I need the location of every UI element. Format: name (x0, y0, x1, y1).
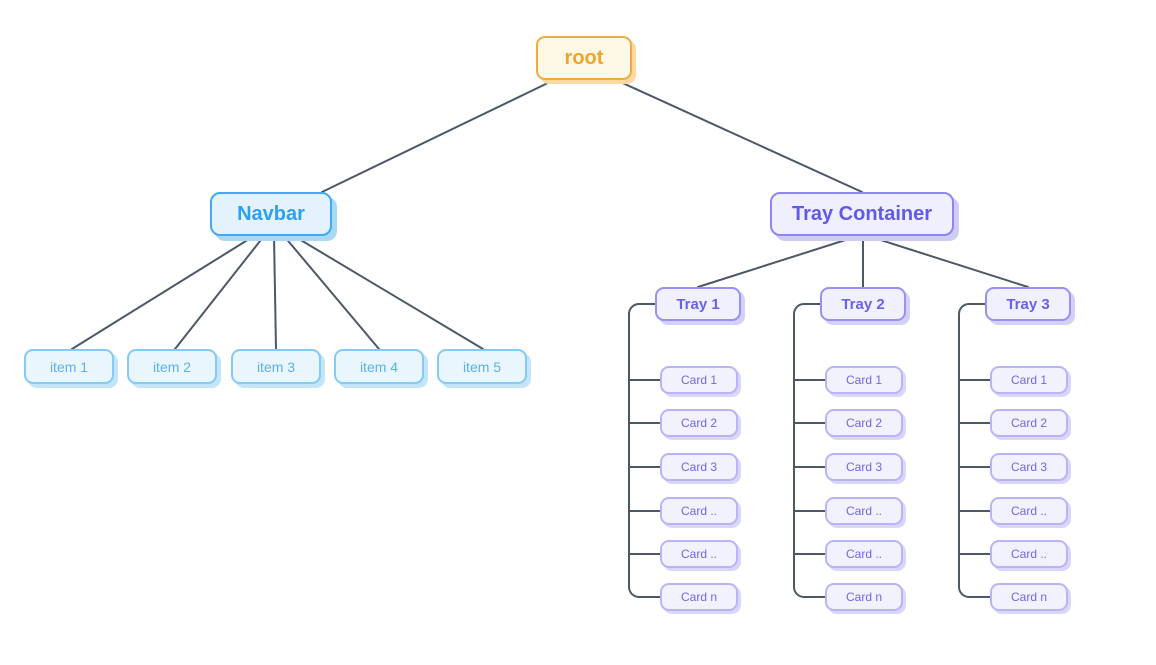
node-tray-3-label: Tray 3 (1006, 295, 1050, 313)
tray-3-spine (958, 303, 991, 598)
node-navbar-label: Navbar (237, 203, 305, 225)
edge-tray-container-tray-1 (697, 235, 859, 288)
node-item-1-label: item 1 (49, 358, 89, 375)
node-tray-1[interactable]: Tray 1 (655, 287, 741, 321)
node-tray-container[interactable]: Tray Container (770, 192, 954, 236)
node-tray-2-label: Tray 2 (841, 295, 885, 313)
node-tray-3-card-3-label: Card 3 (1010, 460, 1048, 474)
node-navbar[interactable]: Navbar (210, 192, 332, 236)
node-item-1[interactable]: item 1 (24, 349, 114, 384)
node-item-5-label: item 5 (462, 358, 502, 375)
node-tray-3[interactable]: Tray 3 (985, 287, 1071, 321)
node-tray-2-card-5-label: Card .. (845, 547, 882, 561)
node-tray-container-label: Tray Container (791, 203, 933, 225)
node-tray-2-card-1-label: Card 1 (845, 373, 883, 387)
node-tray-2-card-6-label: Card n (845, 590, 883, 604)
node-tray-2-card-5[interactable]: Card .. (825, 540, 903, 568)
node-tray-1-label: Tray 1 (676, 295, 720, 313)
node-tray-3-card-6-label: Card n (1010, 590, 1048, 604)
node-tray-1-card-4[interactable]: Card .. (660, 497, 738, 525)
node-tray-2-card-2[interactable]: Card 2 (825, 409, 903, 437)
edge-navbar-item-2 (174, 235, 265, 350)
node-tray-3-card-2-label: Card 2 (1010, 416, 1048, 430)
node-tray-1-card-1[interactable]: Card 1 (660, 366, 738, 394)
node-item-4[interactable]: item 4 (334, 349, 424, 384)
node-tray-2-card-2-label: Card 2 (845, 416, 883, 430)
node-tray-3-card-1-label: Card 1 (1010, 373, 1048, 387)
node-tray-1-card-3[interactable]: Card 3 (660, 453, 738, 481)
node-item-2-label: item 2 (152, 358, 192, 375)
node-tray-2-card-6[interactable]: Card n (825, 583, 903, 611)
node-item-2[interactable]: item 2 (127, 349, 217, 384)
node-tray-3-card-6[interactable]: Card n (990, 583, 1068, 611)
node-tray-2-card-4-label: Card .. (845, 504, 882, 518)
edge-root-tray-container (615, 79, 863, 193)
node-tray-1-card-1-label: Card 1 (680, 373, 718, 387)
node-item-4-label: item 4 (359, 358, 399, 375)
node-tray-3-card-2[interactable]: Card 2 (990, 409, 1068, 437)
node-tray-3-card-1[interactable]: Card 1 (990, 366, 1068, 394)
node-tray-1-card-3-label: Card 3 (680, 460, 718, 474)
node-tray-3-card-5[interactable]: Card .. (990, 540, 1068, 568)
node-tray-1-card-5[interactable]: Card .. (660, 540, 738, 568)
node-tray-2-card-3[interactable]: Card 3 (825, 453, 903, 481)
node-tray-1-card-2-label: Card 2 (680, 416, 718, 430)
edge-navbar-item-4 (283, 235, 380, 350)
node-root[interactable]: root (536, 36, 632, 80)
node-tray-2-card-4[interactable]: Card .. (825, 497, 903, 525)
node-tray-3-card-3[interactable]: Card 3 (990, 453, 1068, 481)
edge-tray-container-tray-3 (867, 235, 1029, 288)
edge-navbar-item-3 (273, 235, 277, 350)
node-tray-2[interactable]: Tray 2 (820, 287, 906, 321)
node-tray-2-card-1[interactable]: Card 1 (825, 366, 903, 394)
tray-1-spine (628, 303, 661, 598)
node-item-5[interactable]: item 5 (437, 349, 527, 384)
node-root-label: root (564, 47, 604, 69)
node-tray-1-card-6[interactable]: Card n (660, 583, 738, 611)
edge-navbar-item-1 (71, 235, 255, 350)
tray-2-spine (793, 303, 826, 598)
node-item-3-label: item 3 (256, 358, 296, 375)
node-item-3[interactable]: item 3 (231, 349, 321, 384)
edge-root-navbar (321, 79, 555, 193)
node-tray-3-card-4[interactable]: Card .. (990, 497, 1068, 525)
node-tray-1-card-6-label: Card n (680, 590, 718, 604)
node-tray-1-card-2[interactable]: Card 2 (660, 409, 738, 437)
node-tray-3-card-4-label: Card .. (1010, 504, 1047, 518)
node-tray-2-card-3-label: Card 3 (845, 460, 883, 474)
node-tray-3-card-5-label: Card .. (1010, 547, 1047, 561)
edge-navbar-item-5 (293, 235, 484, 350)
node-tray-1-card-5-label: Card .. (680, 547, 717, 561)
node-tray-1-card-4-label: Card .. (680, 504, 717, 518)
